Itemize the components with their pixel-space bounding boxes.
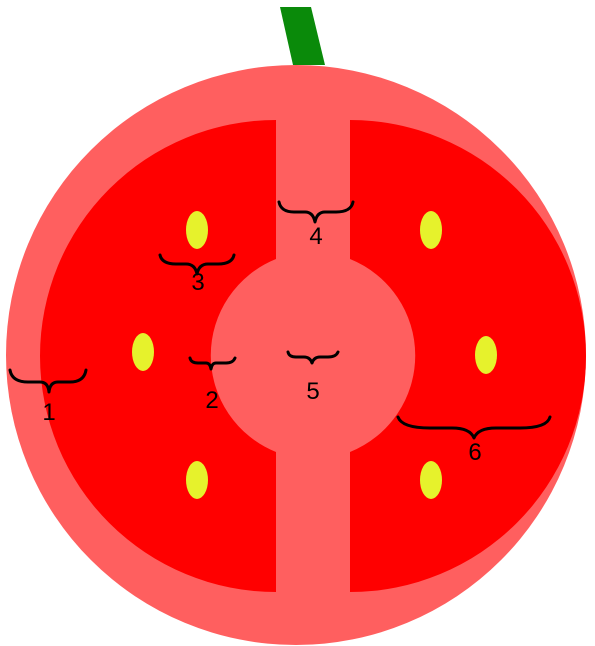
seed [420, 211, 442, 249]
seed [132, 333, 154, 371]
seed [475, 336, 497, 374]
seed [186, 211, 208, 249]
label-5: 5 [306, 378, 319, 405]
label-6: 6 [468, 439, 481, 466]
seed [420, 461, 442, 499]
label-3: 3 [191, 269, 204, 296]
label-1: 1 [42, 399, 55, 426]
label-2: 2 [205, 387, 218, 414]
seed [186, 461, 208, 499]
label-4: 4 [309, 223, 322, 250]
stem [280, 7, 325, 65]
